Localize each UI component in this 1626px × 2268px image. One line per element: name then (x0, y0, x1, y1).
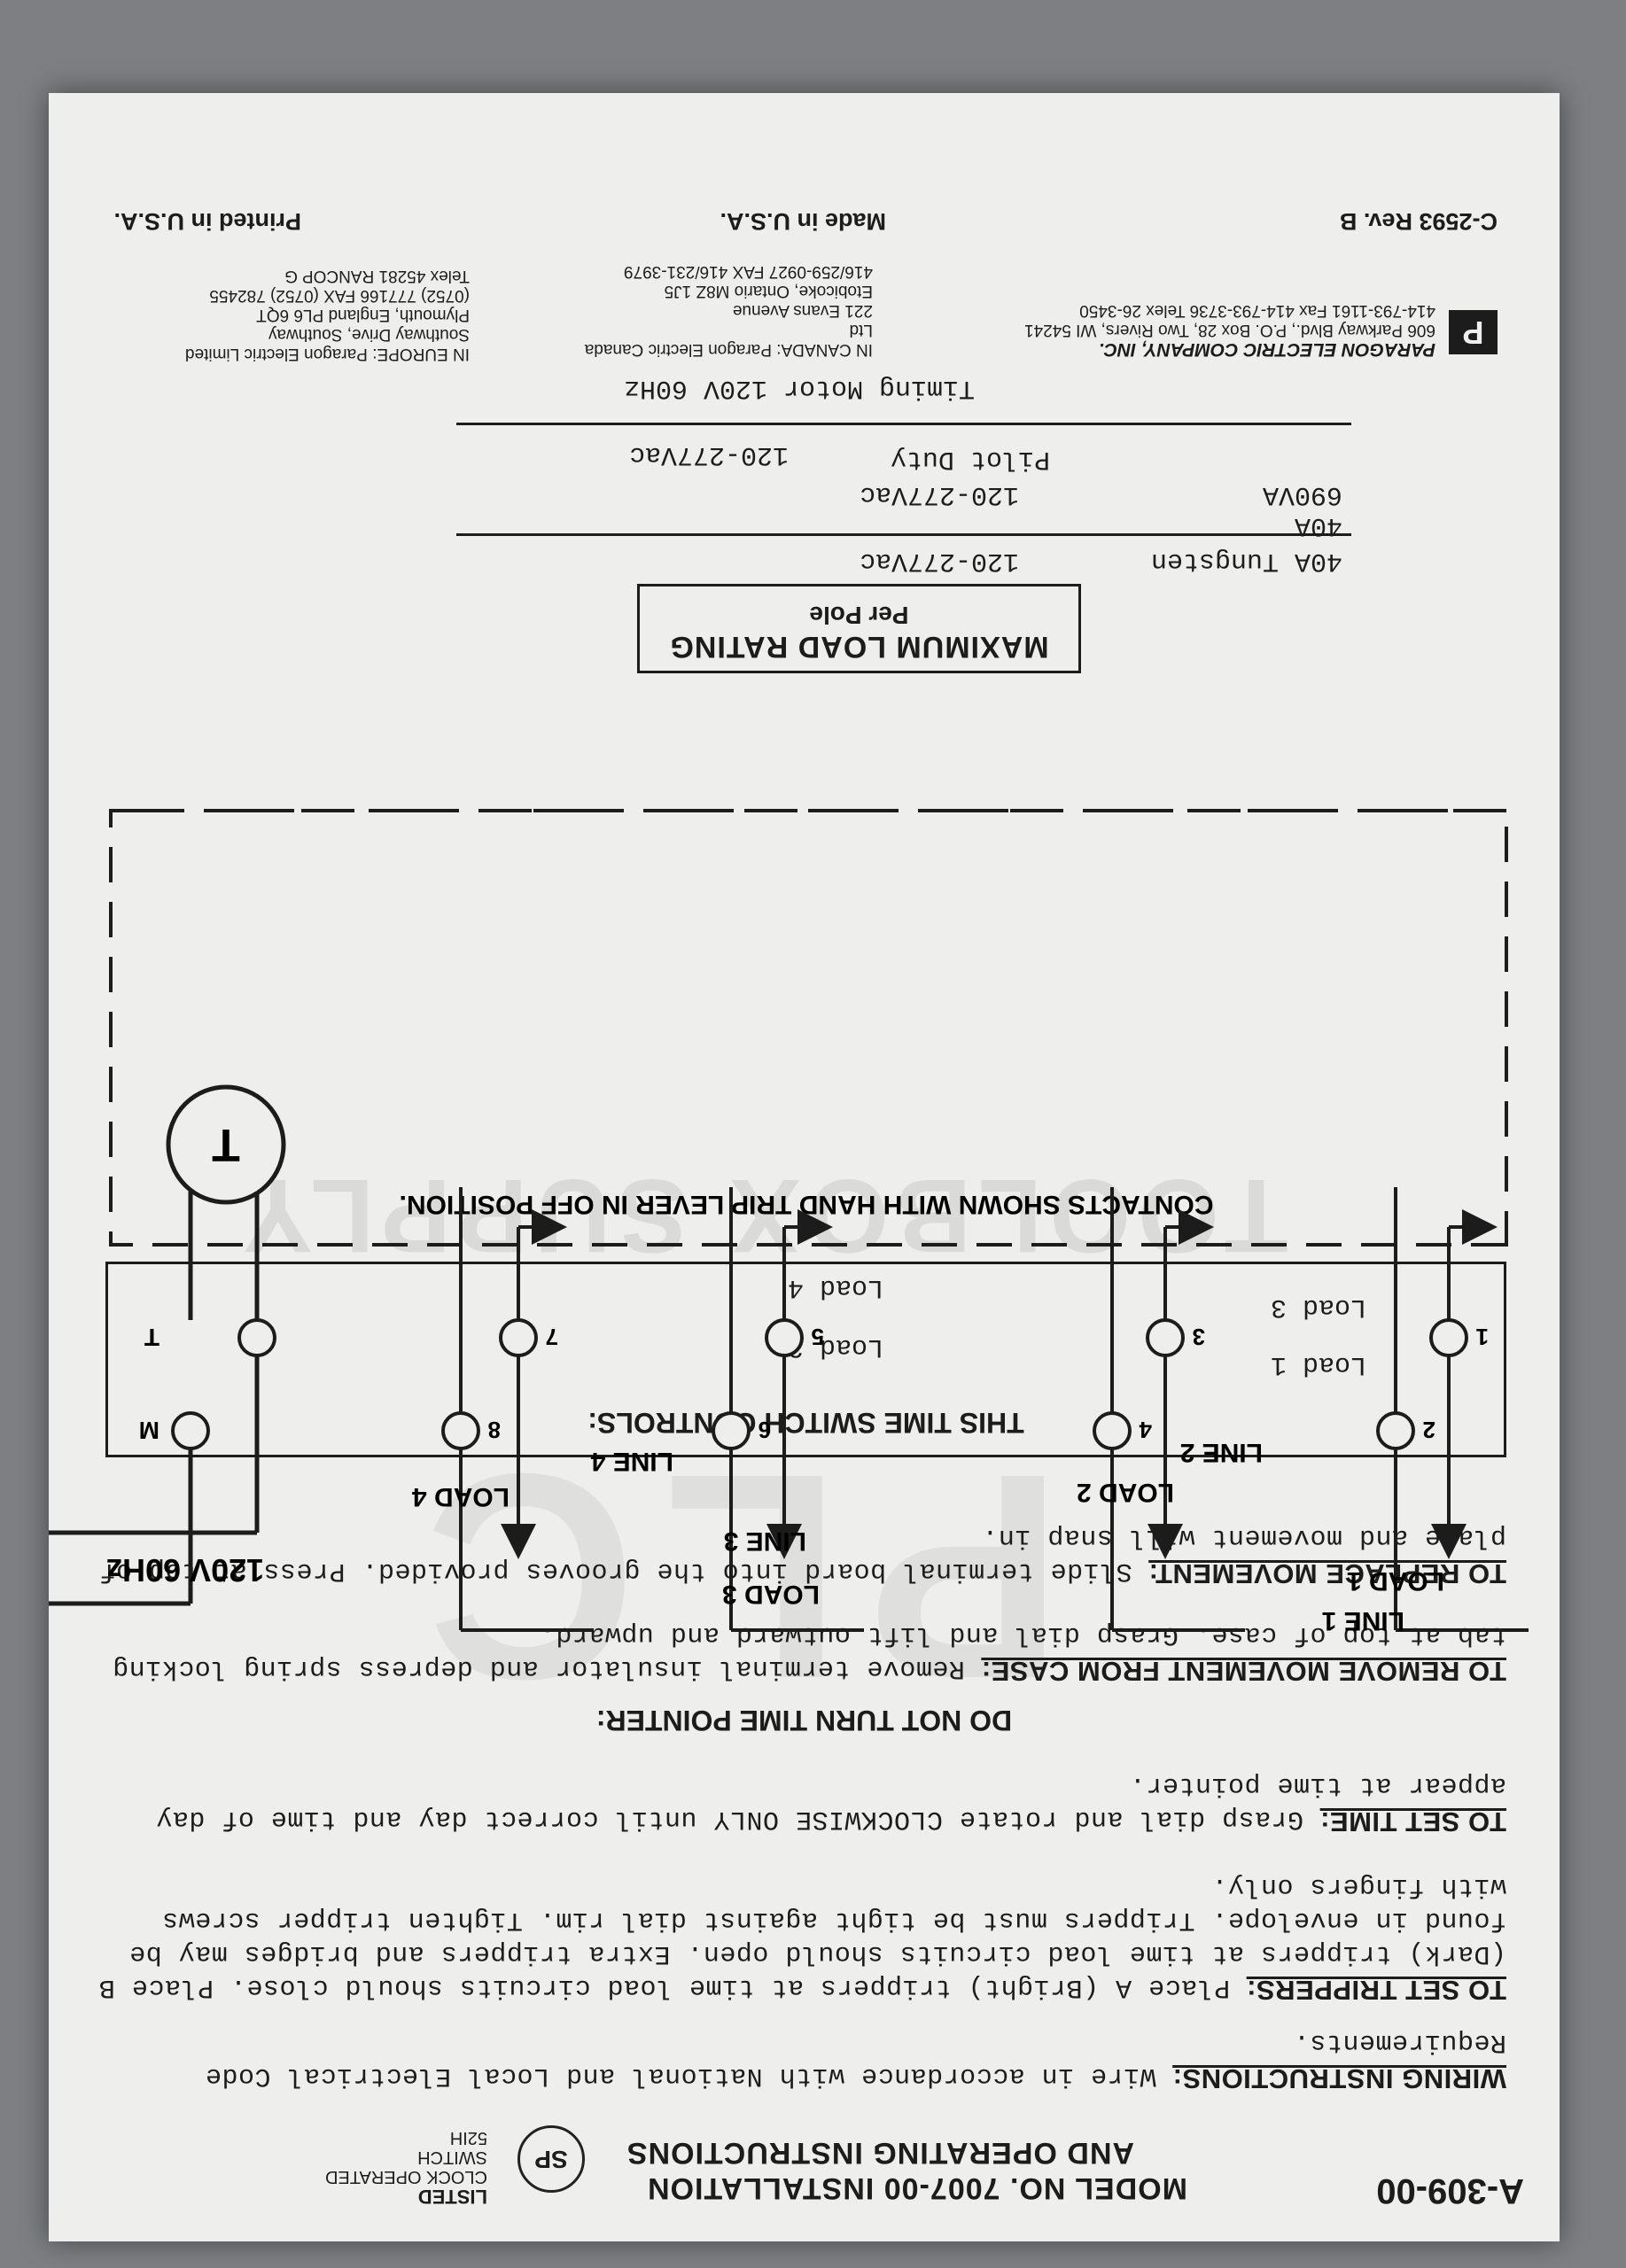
terminal-label-2: 2 (1423, 1417, 1435, 1443)
made-in-usa: Made in U.S.A. (720, 208, 886, 235)
company-address-2: 414-793-1161 Fax 414-793-3736 Telex 26-3… (1079, 301, 1435, 320)
load-3-label: LOAD 3 (722, 1580, 820, 1609)
terminal-6 (712, 1411, 751, 1450)
europe-line-5: Telex 45281 RANCOP G (284, 267, 470, 285)
europe-line-4: (0752) 777166 FAX (0752) 782455 (209, 286, 470, 305)
terminal-label-8: 8 (488, 1417, 501, 1443)
paragon-logo-icon: P (1449, 310, 1498, 354)
terminal-2 (1376, 1411, 1415, 1450)
terminal-8 (441, 1411, 480, 1450)
line-1-label: LINE 1 (1322, 1606, 1404, 1635)
wiring-diagram: CONTACTS SHOWN WITH HAND TRIP LEVER IN O… (49, 809, 1529, 1635)
motor-label: T (212, 1119, 240, 1170)
load-1-label: LOAD 1 (1347, 1566, 1444, 1596)
canada-office: IN CANADA: Paragon Electric Canada Ltd 2… (554, 261, 873, 359)
terminal-3 (1146, 1318, 1185, 1357)
printed-in-usa: Printed in U.S.A. (113, 208, 301, 235)
load-2-label: LOAD 2 (1077, 1478, 1174, 1507)
form-code: C-2593 Rev. B (1339, 208, 1498, 235)
europe-line-2: Southway Drive, Southway (268, 325, 470, 344)
canada-line-2: Ltd (849, 321, 873, 339)
terminal-label-7: 7 (546, 1324, 558, 1350)
max-load-rating-box: MAXIMUM LOAD RATING Per Pole (637, 584, 1081, 673)
supply-voltage-label: 120V 60Hz (106, 1552, 264, 1588)
company-address-1: 606 Parkway Blvd., P.O. Box 28, Two Rive… (1024, 321, 1435, 339)
diagram-caption: CONTACTS SHOWN WITH HAND TRIP LEVER IN O… (400, 1190, 1214, 1219)
rating-rule-2 (456, 423, 1351, 425)
rating-row-4-value: 120-277Vac (628, 439, 789, 470)
load-4-label: LOAD 4 (412, 1482, 510, 1511)
circuit-group: 1 2 3 4 5 6 7 8 (441, 1187, 1529, 1632)
timing-motor-rating: Timing Motor 120V 60Hz (623, 373, 975, 403)
terminal-1 (1429, 1318, 1468, 1357)
terminal-4 (1093, 1411, 1132, 1450)
company-address: PARAGON ELECTRIC COMPANY, INC. 606 Parkw… (886, 300, 1435, 360)
rating-row-3-label: 690VA (1262, 479, 1342, 509)
terminal-t-label: T (144, 1324, 159, 1351)
canada-line-1: IN CANADA: Paragon Electric Canada (584, 340, 873, 359)
canada-line-3: 221 Evans Avenue (732, 301, 873, 320)
rating-rule (456, 533, 1351, 536)
line-3-label: LINE 3 (724, 1526, 806, 1556)
europe-line-3: Plymouth, England PL6 6QT (256, 306, 470, 324)
terminal-label-6: 6 (759, 1417, 771, 1443)
rating-row-3-value: 120-277Vac (859, 479, 1019, 509)
instruction-sheet: PLC TOOLBOX SUPPLY A-309-00 MODEL NO. 70… (49, 93, 1560, 2241)
terminal-t (237, 1318, 276, 1357)
company-name: PARAGON ELECTRIC COMPANY, INC. (1099, 339, 1435, 360)
terminal-label-5: 5 (812, 1324, 824, 1350)
rating-row-1-label: 40A Tungsten (1150, 546, 1342, 576)
europe-office: IN EUROPE: Paragon Electric Limited Sout… (97, 266, 470, 363)
enclosure-outline (109, 809, 1508, 1247)
rating-row-4-label: Pilot Duty (890, 444, 1050, 474)
timing-motor-symbol (166, 1084, 286, 1205)
terminal-5 (765, 1318, 804, 1357)
terminal-label-3: 3 (1193, 1324, 1205, 1350)
line-2-label: LINE 2 (1180, 1438, 1263, 1467)
rating-subtitle: Per Pole (809, 602, 909, 629)
canada-line-5: 416/259-0927 FAX 416/231-3979 (623, 262, 873, 281)
terminal-7 (499, 1318, 538, 1357)
terminal-label-4: 4 (1139, 1417, 1152, 1443)
europe-line-1: IN EUROPE: Paragon Electric Limited (184, 345, 470, 363)
terminal-m (171, 1411, 210, 1450)
terminal-m-label: M (139, 1417, 159, 1444)
rating-row-1-value: 120-277Vac (859, 546, 1019, 576)
canada-line-4: Etobicoke, Ontario M8Z 1J5 (664, 282, 874, 300)
rating-title: MAXIMUM LOAD RATING (669, 630, 1049, 664)
terminal-label-1: 1 (1476, 1324, 1489, 1350)
line-4-label: LINE 4 (590, 1447, 673, 1476)
